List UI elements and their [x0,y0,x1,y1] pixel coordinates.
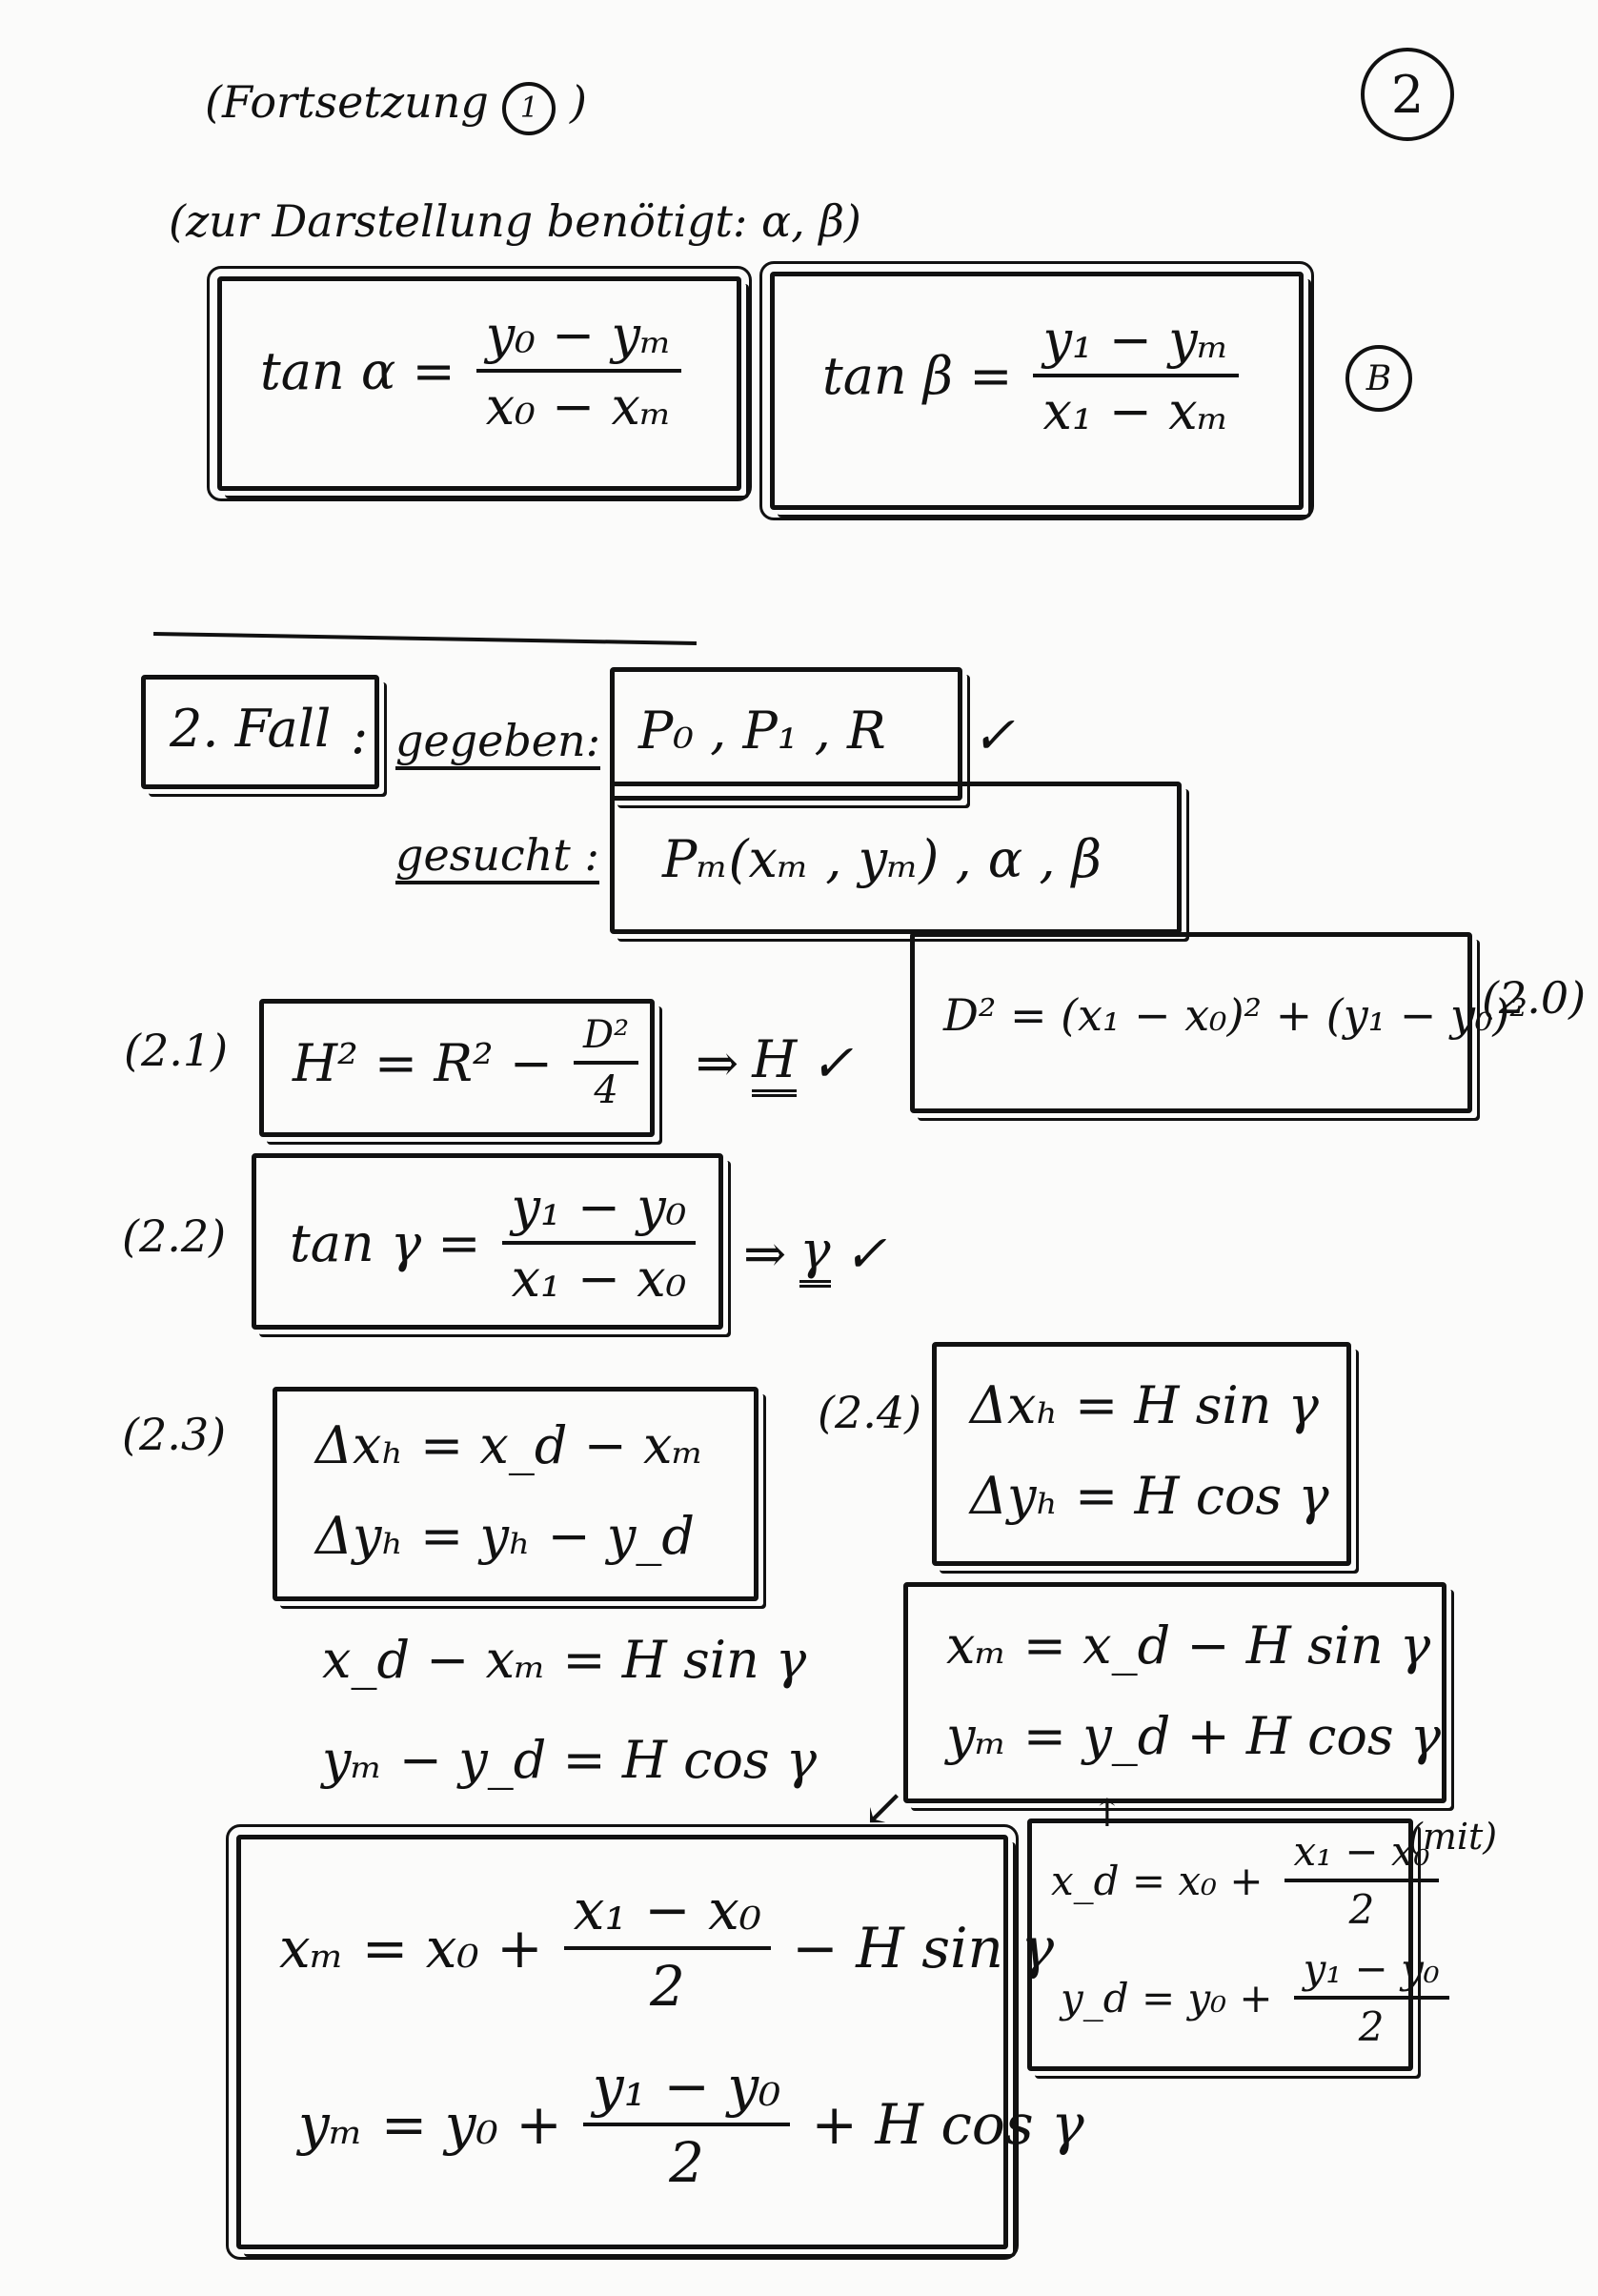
eq-2-1-lhs: H² = R² − [293,1032,554,1093]
arrow-down-left-icon: ↙ [862,1778,906,1838]
delta-y-cos-line: Δyₕ = H cos γ [970,1466,1329,1526]
numerator: y₁ − y₀ [582,2054,791,2126]
sought-box: Pₘ(xₘ , yₘ) , α , β [610,782,1182,934]
denominator: x₀ − xₘ [485,376,673,437]
continuation-note: (Fortsetzung 1 ) [205,76,587,135]
mit-note: (mit) [1408,1816,1498,1858]
equation-label-2-1: (2.1) [124,1025,229,1076]
note-required: (zur Darstellung benötigt: α, β) [169,195,861,247]
final-ym-lhs: yₘ = y₀ + [298,2092,562,2157]
check-icon: ✓ [843,1224,887,1284]
yd-lhs: y_d = y₀ + [1061,1974,1273,2022]
delta-x-sin-line: Δxₕ = H sin γ [970,1375,1319,1435]
equation-label-2-2: (2.2) [122,1210,227,1262]
numerator: x₁ − x₀ [1284,1828,1440,1882]
eq-2-1-result: ⇒ H ✓ [696,1029,854,1097]
eq-2-2-result: ⇒ γ ✓ [743,1220,887,1288]
denominator: 2 [650,1954,685,2019]
numerator: y₁ − y₀ [501,1177,697,1245]
eq-2-0-box: D² = (x₁ − x₀)² + (y₁ − y₀)² [910,932,1527,1113]
tan-alpha-lhs: tan α = [260,340,455,401]
given-values: P₀ , P₁ , R [638,701,886,761]
equation-label-2-0: (2.0) [1482,972,1587,1024]
denominator: x₁ − x₀ [511,1249,687,1309]
sought-label: gesucht : [395,829,599,884]
sought-values: Pₘ(xₘ , yₘ) , α , β [662,829,1102,889]
continuation-close: ) [570,76,587,128]
solution-box: xₘ = x_d − H sin γ yₘ = y_d + H cos γ [903,1582,1446,1803]
numerator: x₁ − x₀ [563,1878,772,1950]
solution-ym-line: yₘ = y_d + H cos γ [946,1706,1442,1766]
case-title: 2. Fall [170,699,332,759]
continuation-text: (Fortsetzung [205,76,489,128]
numerator: y₁ − y₀ [1293,1945,1449,2000]
eq-2-4-box: Δxₕ = H sin γ Δyₕ = H cos γ [932,1342,1351,1566]
equation-label-2-4: (2.4) [818,1387,922,1438]
final-xm-tail: − H sin γ [792,1916,1054,1981]
continuation-ref-circle: 1 [502,81,556,135]
denominator: 4 [594,1068,618,1112]
denominator: 2 [1358,2003,1385,2050]
delta-x-line: Δxₕ = x_d − xₘ [315,1415,704,1475]
check-icon: ✓ [972,705,1016,765]
equation-label-2-3: (2.3) [122,1409,227,1460]
final-ym-tail: + H cos γ [811,2092,1084,2157]
given-box: P₀ , P₁ , R [610,667,962,801]
solution-xm-line: xₘ = x_d − H sin γ [946,1615,1431,1676]
eq-2-0-formula: D² = (x₁ − x₀)² + (y₁ − y₀)² [943,989,1527,1041]
delta-y-line: Δyₕ = yₕ − y_d [315,1506,695,1566]
implies-arrow: ⇒ [696,1033,739,1093]
eq-2-3-box: Δxₕ = x_d − xₘ Δyₕ = yₕ − y_d [273,1387,759,1601]
tan-gamma-lhs: tan γ = [290,1212,481,1273]
case-title-box: 2. Fall [141,675,379,789]
divider-line [153,632,697,645]
numerator: D² [574,1013,639,1065]
numerator: y₀ − yₘ [475,305,682,373]
denominator: x₁ − xₘ [1042,381,1229,441]
implies-arrow: ⇒ [743,1224,787,1284]
result-variable: γ [799,1220,831,1288]
derived-x-line: x_d − xₘ = H sin γ [322,1630,807,1690]
case-colon: : [351,705,369,765]
derived-y-line: yₘ − y_d = H cos γ [322,1730,818,1790]
equation-label-B: B [1345,345,1412,412]
arrow-up-icon: ↑ [1091,1792,1123,1836]
numerator: y₁ − yₘ [1033,310,1239,377]
denominator: 2 [1348,1886,1375,1933]
final-xm-lhs: xₘ = x₀ + [279,1916,543,1981]
result-variable: H [752,1029,798,1097]
check-icon: ✓ [810,1033,854,1093]
given-label: gegeben: [395,715,601,770]
tan-beta-lhs: tan β = [822,345,1013,406]
page-number: 2 [1361,48,1454,141]
xd-lhs: x_d = x₀ + [1051,1857,1264,1904]
denominator: 2 [669,2130,705,2195]
